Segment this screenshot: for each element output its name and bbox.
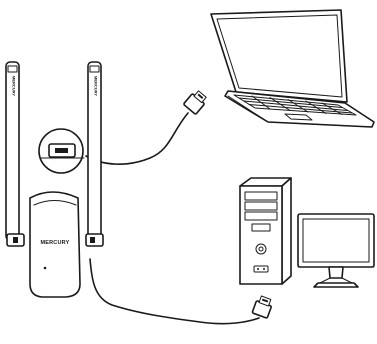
laptop <box>210 9 375 128</box>
usb-cable-laptop <box>85 90 207 165</box>
antenna-right-label: MERCURY <box>94 76 99 96</box>
antenna-left-label: MERCURY <box>12 76 17 96</box>
adapter-led <box>43 266 47 270</box>
laptop-keyboard <box>233 94 357 116</box>
laptop-screen <box>210 9 348 103</box>
floppy-bay <box>251 223 271 232</box>
usb-port-callout <box>38 128 85 174</box>
drive-bay-3 <box>244 211 278 221</box>
antenna-right: MERCURY <box>85 61 104 247</box>
monitor <box>297 213 375 288</box>
drive-bay-1 <box>244 191 278 201</box>
laptop-base <box>224 90 375 128</box>
adapter-brand-label: MERCURY <box>40 240 69 246</box>
usb-plug-laptop <box>183 90 207 115</box>
usb-cable-desktop <box>89 258 272 325</box>
usb-plug-desktop <box>251 295 272 319</box>
desktop-tower <box>239 177 292 285</box>
monitor-screen <box>302 218 370 263</box>
drive-bay-2 <box>244 201 278 211</box>
antenna-left: MERCURY <box>5 61 25 247</box>
front-usb-ports <box>253 265 269 273</box>
adapter-body: MERCURY <box>29 191 81 298</box>
laptop-touchpad <box>284 113 313 121</box>
usb-wifi-adapter: MERCURY MERCURY MERCURY <box>5 61 104 298</box>
